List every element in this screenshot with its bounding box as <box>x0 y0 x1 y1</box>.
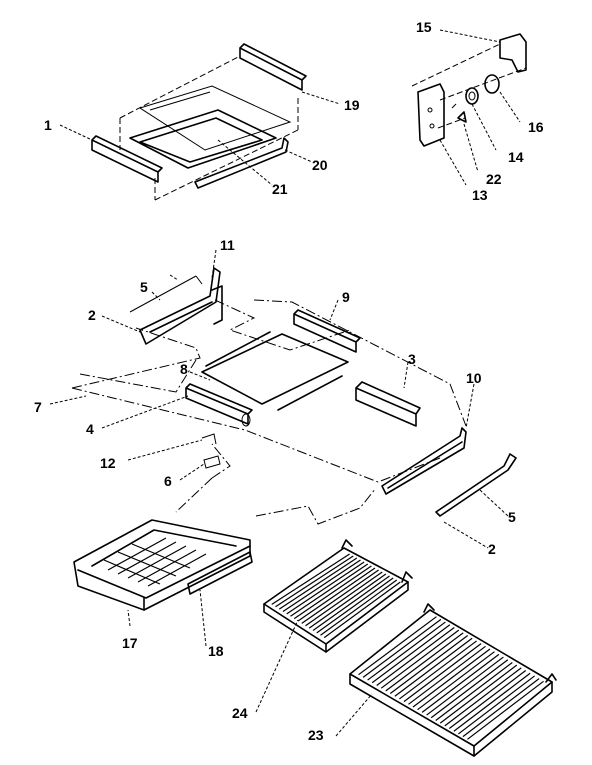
pin-22 <box>457 111 467 123</box>
callout-5: 5 <box>508 509 516 525</box>
callout-7: 7 <box>34 399 42 415</box>
wire-shelf-24 <box>255 539 413 713</box>
callout-8: 8 <box>180 361 188 377</box>
callout-18: 18 <box>208 643 224 659</box>
center-glass <box>201 333 349 405</box>
callout-4: 4 <box>86 421 94 437</box>
callout-20: 20 <box>312 157 328 173</box>
mount-plate-13 <box>417 83 445 147</box>
crisper-drawer-17 <box>73 519 253 647</box>
callout-11: 11 <box>220 237 235 253</box>
callout-22: 22 <box>486 171 502 187</box>
front-trim-4 <box>185 383 253 425</box>
rear-trim-9 <box>293 309 361 353</box>
callout-15: 15 <box>416 19 432 35</box>
callout-10: 10 <box>466 370 482 386</box>
clip-6 <box>203 455 221 469</box>
top-shelf-assembly <box>59 43 341 201</box>
washer-14 <box>465 87 479 105</box>
callout-13: 13 <box>472 187 488 203</box>
bracket-12 <box>201 433 217 445</box>
callout-14: 14 <box>508 149 524 165</box>
side-rail-20 <box>194 137 289 189</box>
main-shelf-assembly <box>49 249 517 549</box>
side-rail-11 <box>139 267 221 345</box>
callout-2: 2 <box>88 307 96 323</box>
callout-24: 24 <box>232 705 248 721</box>
wire-shelf-23 <box>335 603 557 757</box>
callout-3: 3 <box>408 351 416 367</box>
hinge-assembly <box>411 29 527 186</box>
bracket-15 <box>499 33 527 73</box>
callout-1: 1 <box>44 117 52 133</box>
rail-5-right <box>435 453 517 517</box>
disc-16 <box>484 74 500 94</box>
shelf-frame-21 <box>129 109 277 169</box>
callout-12: 12 <box>100 455 116 471</box>
callout-19: 19 <box>344 97 360 113</box>
front-trim-1 <box>91 135 163 183</box>
rail-5-left <box>129 275 203 313</box>
callout-16: 16 <box>528 119 544 135</box>
callout-labels: 1 2 2 3 4 5 5 6 7 8 9 10 11 12 13 14 15 … <box>34 19 544 743</box>
callout-6: 6 <box>164 473 172 489</box>
callout-17: 17 <box>122 635 138 651</box>
callout-2: 2 <box>488 541 496 557</box>
glass-panel <box>138 85 292 151</box>
rear-rail-19 <box>239 43 307 91</box>
callout-23: 23 <box>308 727 324 743</box>
callout-5: 5 <box>140 279 148 295</box>
drawer-rail-18 <box>187 551 253 595</box>
side-rail-10 <box>381 427 467 495</box>
callout-9: 9 <box>342 289 350 305</box>
callout-21: 21 <box>272 181 288 197</box>
trim-3 <box>355 381 421 427</box>
